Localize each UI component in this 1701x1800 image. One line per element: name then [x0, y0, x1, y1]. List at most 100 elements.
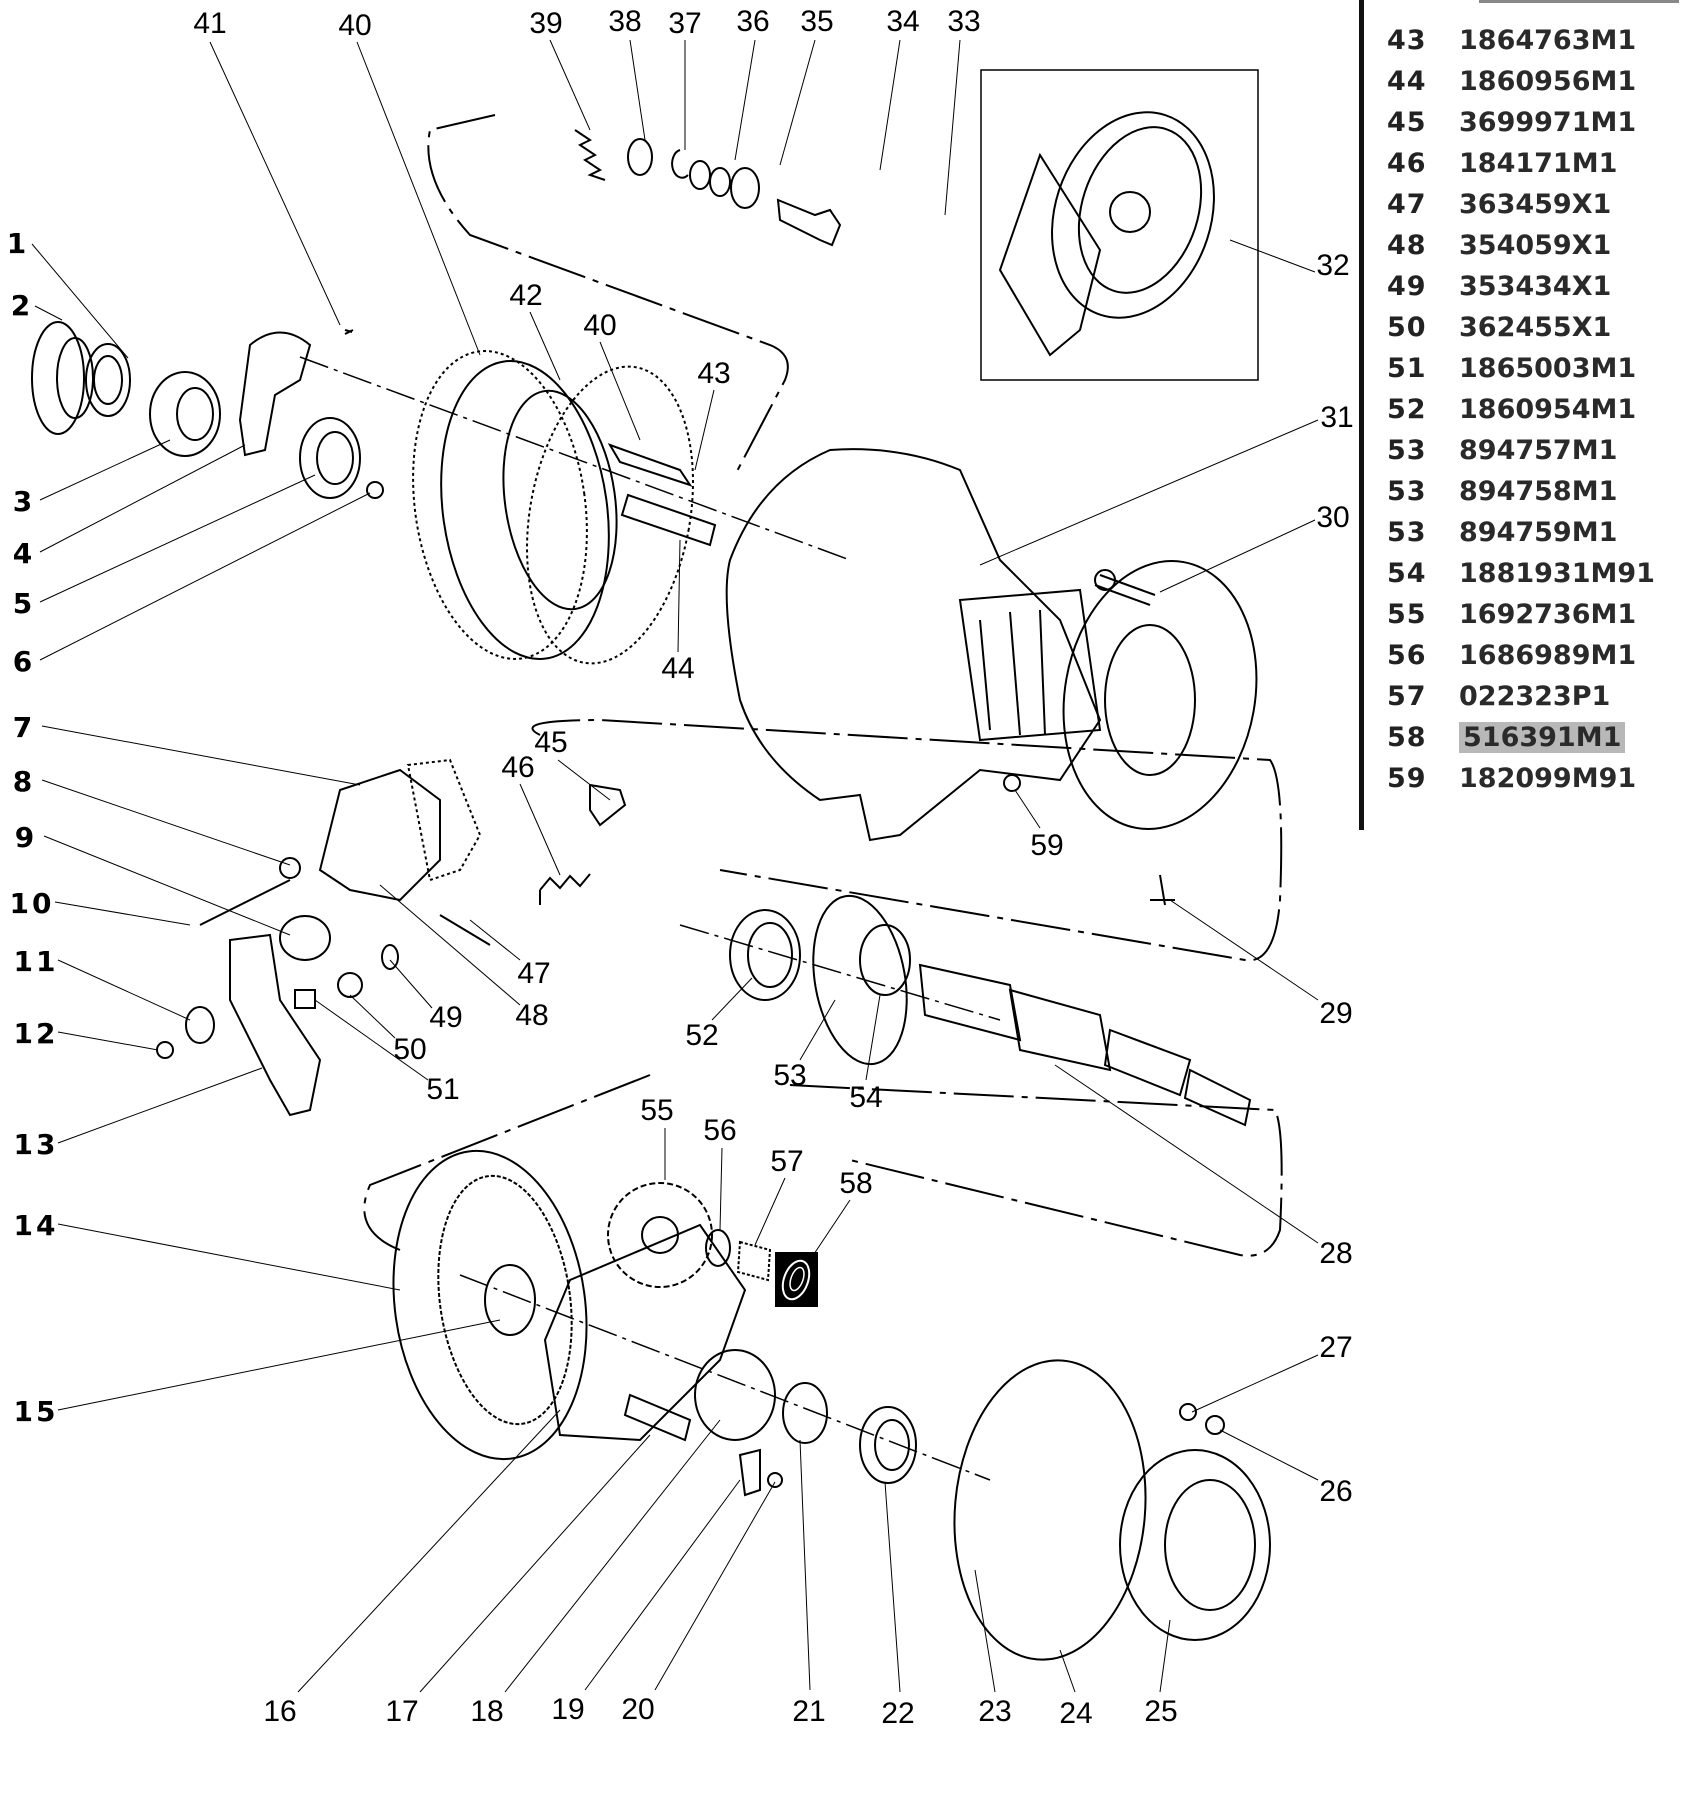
part-number[interactable]: 894759M1	[1459, 512, 1655, 553]
callout-29[interactable]: 29	[1319, 997, 1353, 1030]
callout-50[interactable]: 50	[393, 1033, 427, 1066]
callout-8[interactable]: 8	[12, 765, 36, 798]
part-number[interactable]: 1865003M1	[1459, 348, 1655, 389]
callout-20[interactable]: 20	[621, 1693, 655, 1726]
callout-55[interactable]: 55	[640, 1094, 674, 1127]
part-number[interactable]: 1881931M91	[1459, 553, 1655, 594]
callout-27[interactable]: 27	[1319, 1331, 1353, 1364]
callout-46[interactable]: 46	[501, 751, 535, 784]
part-number[interactable]: 363459X1	[1459, 184, 1655, 225]
callout-3[interactable]: 3	[12, 485, 36, 518]
callout-53[interactable]: 53	[773, 1059, 807, 1092]
callout-47[interactable]: 47	[517, 957, 551, 990]
callout-12[interactable]: 12	[13, 1017, 59, 1050]
callout-44[interactable]: 44	[661, 652, 695, 685]
callout-31[interactable]: 31	[1320, 401, 1354, 434]
callout-11[interactable]: 11	[13, 945, 59, 978]
callout-49[interactable]: 49	[429, 1001, 463, 1034]
callout-59[interactable]: 59	[1030, 829, 1064, 862]
callout-54[interactable]: 54	[849, 1081, 883, 1114]
callout-36[interactable]: 36	[736, 5, 770, 38]
callout-42[interactable]: 42	[509, 279, 543, 312]
callout-10[interactable]: 10	[9, 887, 55, 920]
callout-16[interactable]: 16	[263, 1695, 297, 1728]
callout-25[interactable]: 25	[1144, 1695, 1178, 1728]
part-number[interactable]: 894758M1	[1459, 471, 1655, 512]
callout-18[interactable]: 18	[470, 1695, 504, 1728]
callout-5[interactable]: 5	[12, 587, 36, 620]
callout-15[interactable]: 15	[13, 1395, 59, 1428]
callout-22[interactable]: 22	[881, 1697, 915, 1730]
part-number[interactable]: 362455X1	[1459, 307, 1655, 348]
callout-30[interactable]: 30	[1316, 501, 1350, 534]
selected-part-58-highlight[interactable]	[775, 1252, 818, 1307]
callout-13[interactable]: 13	[13, 1128, 59, 1161]
callout-58[interactable]: 58	[839, 1167, 873, 1200]
callout-38[interactable]: 38	[608, 5, 642, 38]
callout-6[interactable]: 6	[12, 645, 36, 678]
part-number[interactable]: 516391M1	[1459, 717, 1655, 758]
callout-57[interactable]: 57	[770, 1145, 804, 1178]
part-number[interactable]: 354059X1	[1459, 225, 1655, 266]
callout-9[interactable]: 9	[14, 821, 38, 854]
part-number[interactable]: 1864763M1	[1459, 20, 1655, 61]
callout-37[interactable]: 37	[668, 7, 702, 40]
callout-56[interactable]: 56	[703, 1114, 737, 1147]
callout-34[interactable]: 34	[886, 5, 920, 38]
callout-17[interactable]: 17	[385, 1695, 419, 1728]
callout-21[interactable]: 21	[792, 1695, 826, 1728]
part-number[interactable]: 353434X1	[1459, 266, 1655, 307]
callout-45[interactable]: 45	[534, 726, 568, 759]
callout-4[interactable]: 4	[12, 537, 36, 570]
callout-41[interactable]: 41	[193, 7, 227, 40]
callout-24[interactable]: 24	[1059, 1697, 1093, 1730]
part-number[interactable]: 1686989M1	[1459, 635, 1655, 676]
callout-28[interactable]: 28	[1319, 1237, 1353, 1270]
part-number[interactable]: 1860956M1	[1459, 61, 1655, 102]
callout-40[interactable]: 40	[338, 9, 372, 42]
callout-2[interactable]: 2	[10, 289, 34, 322]
callout-51[interactable]: 51	[426, 1073, 460, 1106]
part-17-pin	[623, 1393, 692, 1442]
callout-33[interactable]: 33	[947, 5, 981, 38]
callout-26[interactable]: 26	[1319, 1475, 1353, 1508]
part-number[interactable]: 1860954M1	[1459, 389, 1655, 430]
callout-43[interactable]: 43	[697, 357, 731, 390]
callout-7[interactable]: 7	[12, 711, 36, 744]
callout-52[interactable]: 52	[685, 1019, 719, 1052]
part-number[interactable]: 3699971M1	[1459, 102, 1655, 143]
callout-23[interactable]: 23	[978, 1695, 1012, 1728]
callout-1[interactable]: 1	[6, 227, 30, 260]
callout-40[interactable]: 40	[583, 309, 617, 342]
callout-48[interactable]: 48	[515, 999, 549, 1032]
part-number[interactable]: 182099M91	[1459, 758, 1655, 799]
part-number[interactable]: 1692736M1	[1459, 594, 1655, 635]
callout-14[interactable]: 14	[13, 1209, 59, 1242]
callout-19[interactable]: 19	[551, 1693, 585, 1726]
callout-32[interactable]: 32	[1316, 249, 1350, 282]
callout-39[interactable]: 39	[529, 7, 563, 40]
part-number[interactable]: 022323P1	[1459, 676, 1655, 717]
part-number[interactable]: 184171M1	[1459, 143, 1655, 184]
callout-35[interactable]: 35	[800, 5, 834, 38]
part-number[interactable]: 894757M1	[1459, 430, 1655, 471]
